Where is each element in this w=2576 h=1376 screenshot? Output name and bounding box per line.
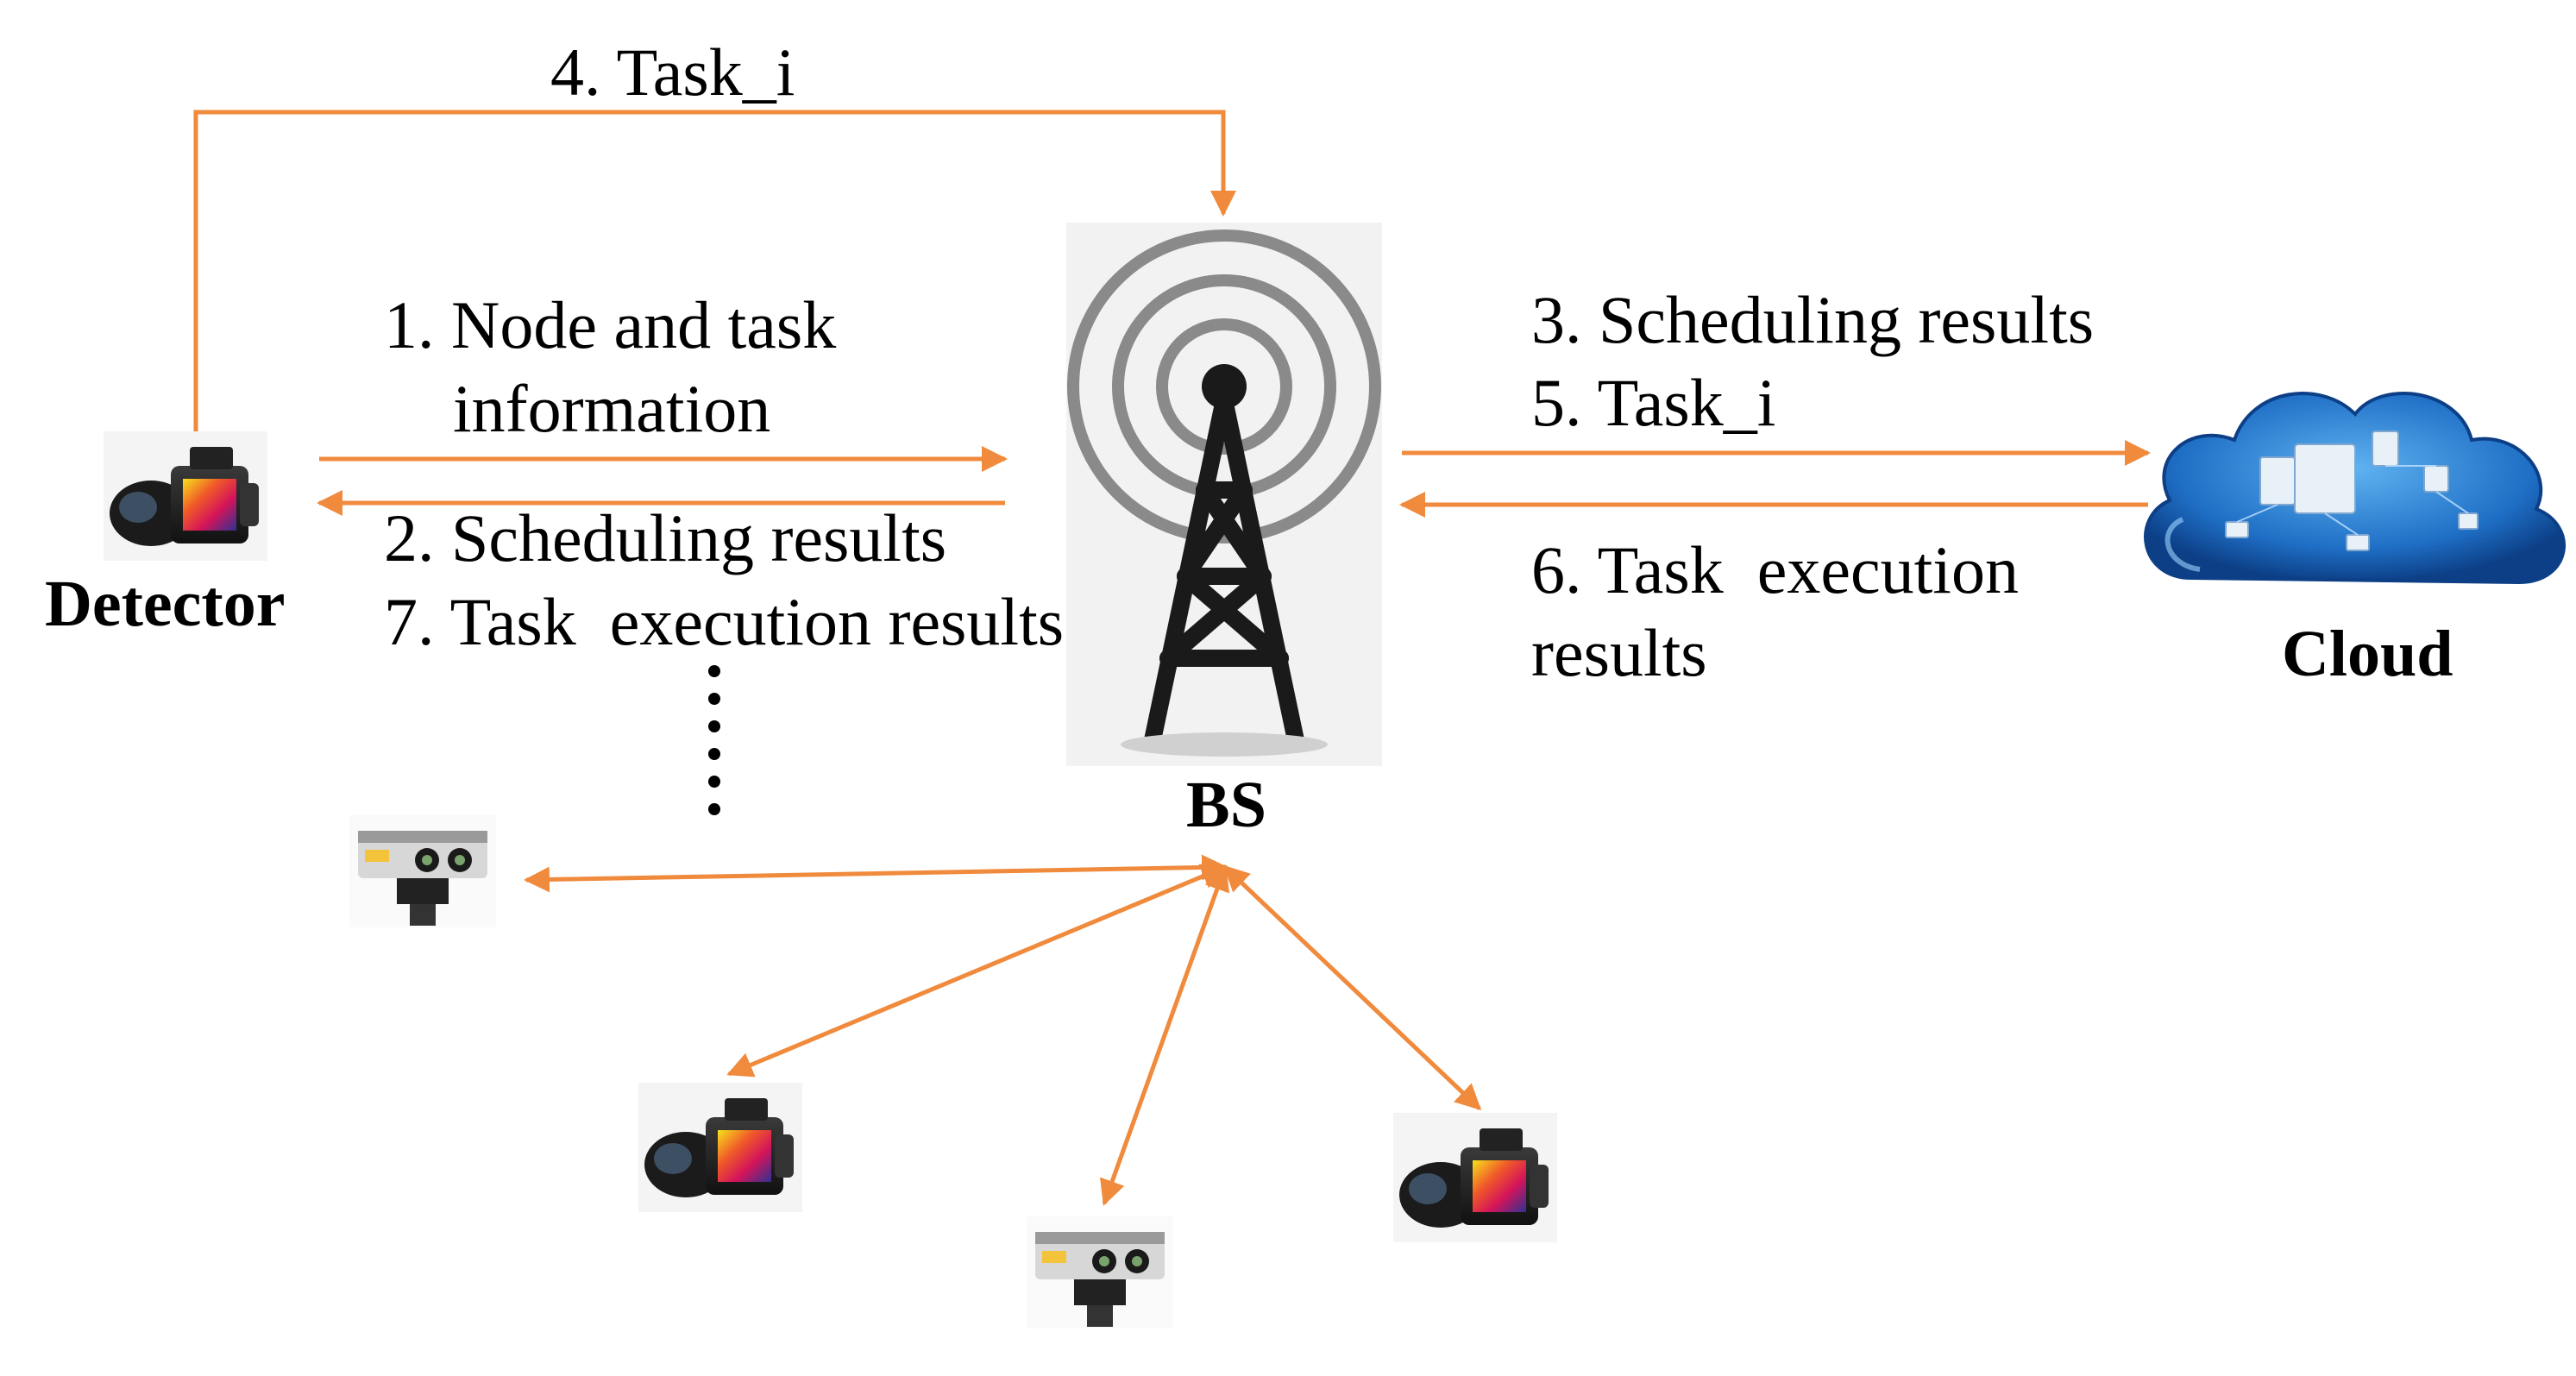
label-cloud: Cloud xyxy=(2282,618,2453,690)
label-step5: 5. Task_i xyxy=(1531,365,1776,440)
scanner-device-icon xyxy=(1027,1216,1173,1329)
arrows xyxy=(193,110,2151,1206)
thermal-camera-icon xyxy=(1393,1113,1557,1242)
label-step2: 2. Scheduling results xyxy=(384,500,947,575)
label-step4: 4. Task_i xyxy=(550,35,795,110)
scanner-device-icon xyxy=(349,815,496,927)
arrow-node-2 xyxy=(726,864,1228,1078)
label-bs: BS xyxy=(1186,769,1266,841)
arrow-step4 xyxy=(193,110,1236,431)
arrow-node-4 xyxy=(1222,864,1482,1111)
arrow-node-1 xyxy=(524,854,1228,893)
arrow-node-3 xyxy=(1100,864,1229,1206)
label-step3: 3. Scheduling results xyxy=(1531,282,2095,357)
label-step6: 6. Task execution xyxy=(1531,532,2019,607)
label-step7: 7. Task execution results xyxy=(384,584,1065,659)
label-step1b: information xyxy=(453,371,771,446)
thermal-camera-icon xyxy=(638,1083,802,1212)
radio-tower-icon xyxy=(1066,223,1382,766)
more-nodes-ellipsis xyxy=(708,665,720,815)
thermal-camera-icon xyxy=(104,431,267,561)
cloud-server-icon xyxy=(2144,392,2567,585)
label-detector: Detector xyxy=(45,568,286,640)
label-step6b: results xyxy=(1531,615,1707,690)
label-step1: 1. Node and task xyxy=(384,287,837,362)
